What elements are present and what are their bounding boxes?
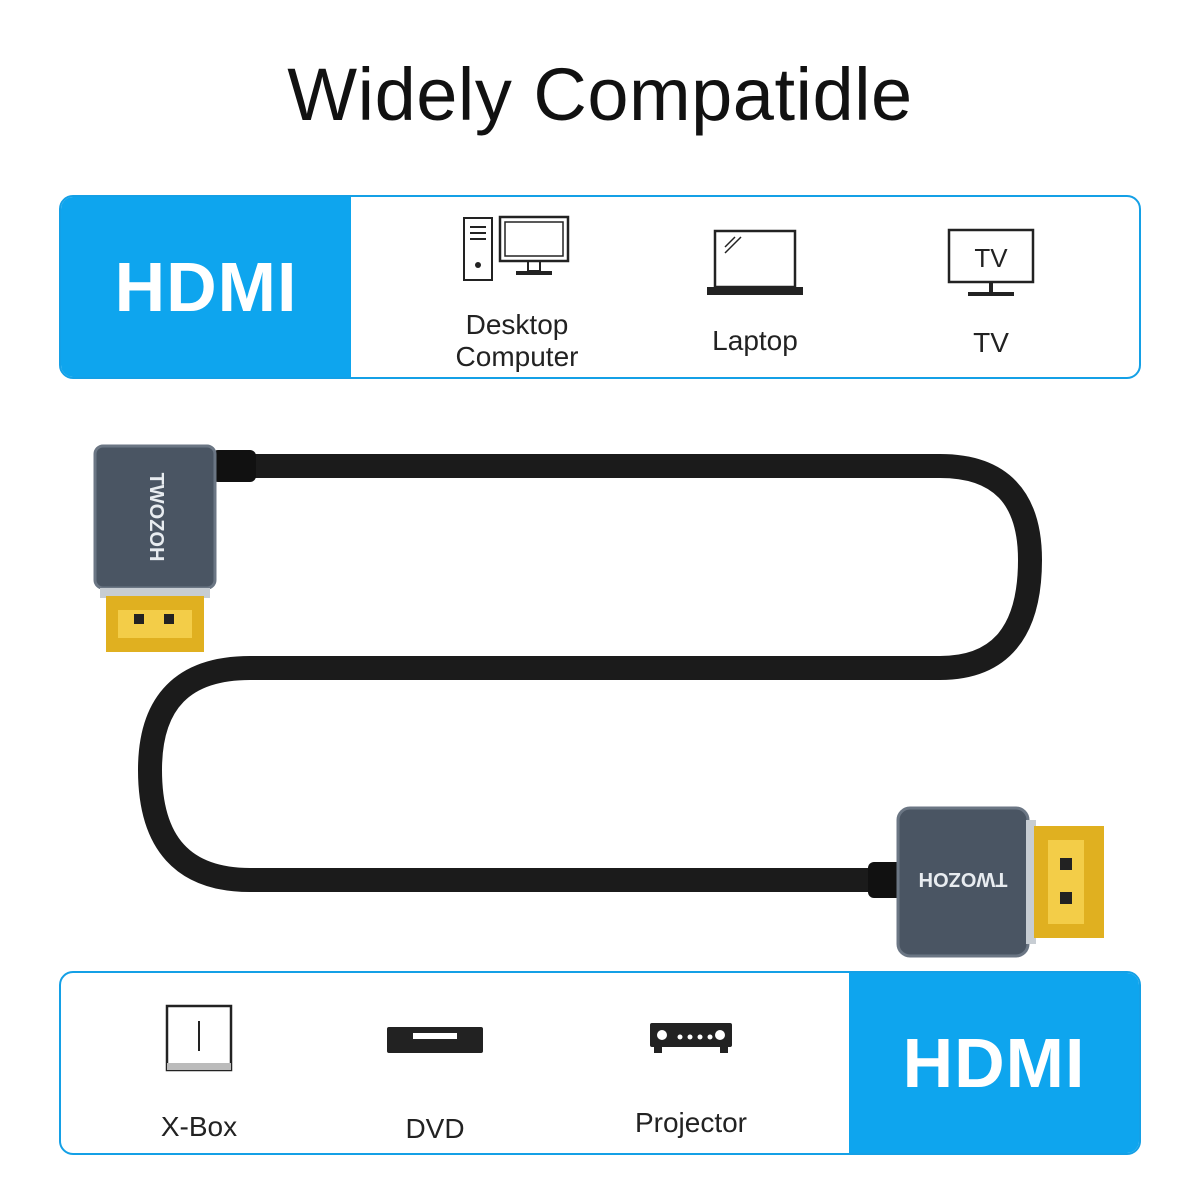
device-label: X-Box (160, 1111, 238, 1142)
desktop-computer-icon (463, 215, 570, 281)
device-desktop-computer: Desktop Computer (417, 197, 617, 377)
device-tv: TV TV (891, 197, 1091, 377)
strain-relief-left (212, 450, 256, 482)
page-title: Widely Compatidle (287, 53, 913, 136)
device-laptop: Laptop (655, 197, 855, 377)
tv-icon: TV (947, 228, 1035, 296)
device-dvd: DVD (335, 973, 535, 1153)
laptop-icon (707, 229, 803, 295)
device-label: TV (973, 327, 1009, 358)
tv-icon-text: TV (974, 243, 1008, 273)
brand-logo-left: TWOZOH (145, 473, 167, 562)
cable (137, 454, 1043, 892)
device-label: Desktop Computer (455, 309, 579, 372)
device-label: DVD (405, 1113, 465, 1144)
brand-logo-right: TWOZOH (919, 868, 1008, 890)
xbox-icon (165, 1004, 233, 1072)
strain-relief-right (868, 862, 904, 898)
dvd-player-icon (387, 1027, 483, 1053)
right-connector: TWOZOH (896, 806, 1104, 958)
left-connector: TWOZOH (93, 444, 217, 652)
hdmi-badge: HDMI (849, 973, 1139, 1153)
device-label: Laptop (712, 325, 798, 356)
bottom-compatibility-panel: X-Box DVD Projector HDMI (59, 971, 1141, 1155)
device-projector: Projector (591, 973, 791, 1153)
hdmi-cable-illustration: TWOZOH TWOZOH (93, 444, 1104, 958)
hdmi-badge: HDMI (61, 197, 351, 377)
device-label: Projector (634, 1107, 748, 1138)
device-xbox: X-Box (99, 973, 299, 1153)
top-compatibility-panel: HDMI Desktop Computer Laptop TV (59, 195, 1141, 379)
projector-icon (650, 1023, 732, 1053)
